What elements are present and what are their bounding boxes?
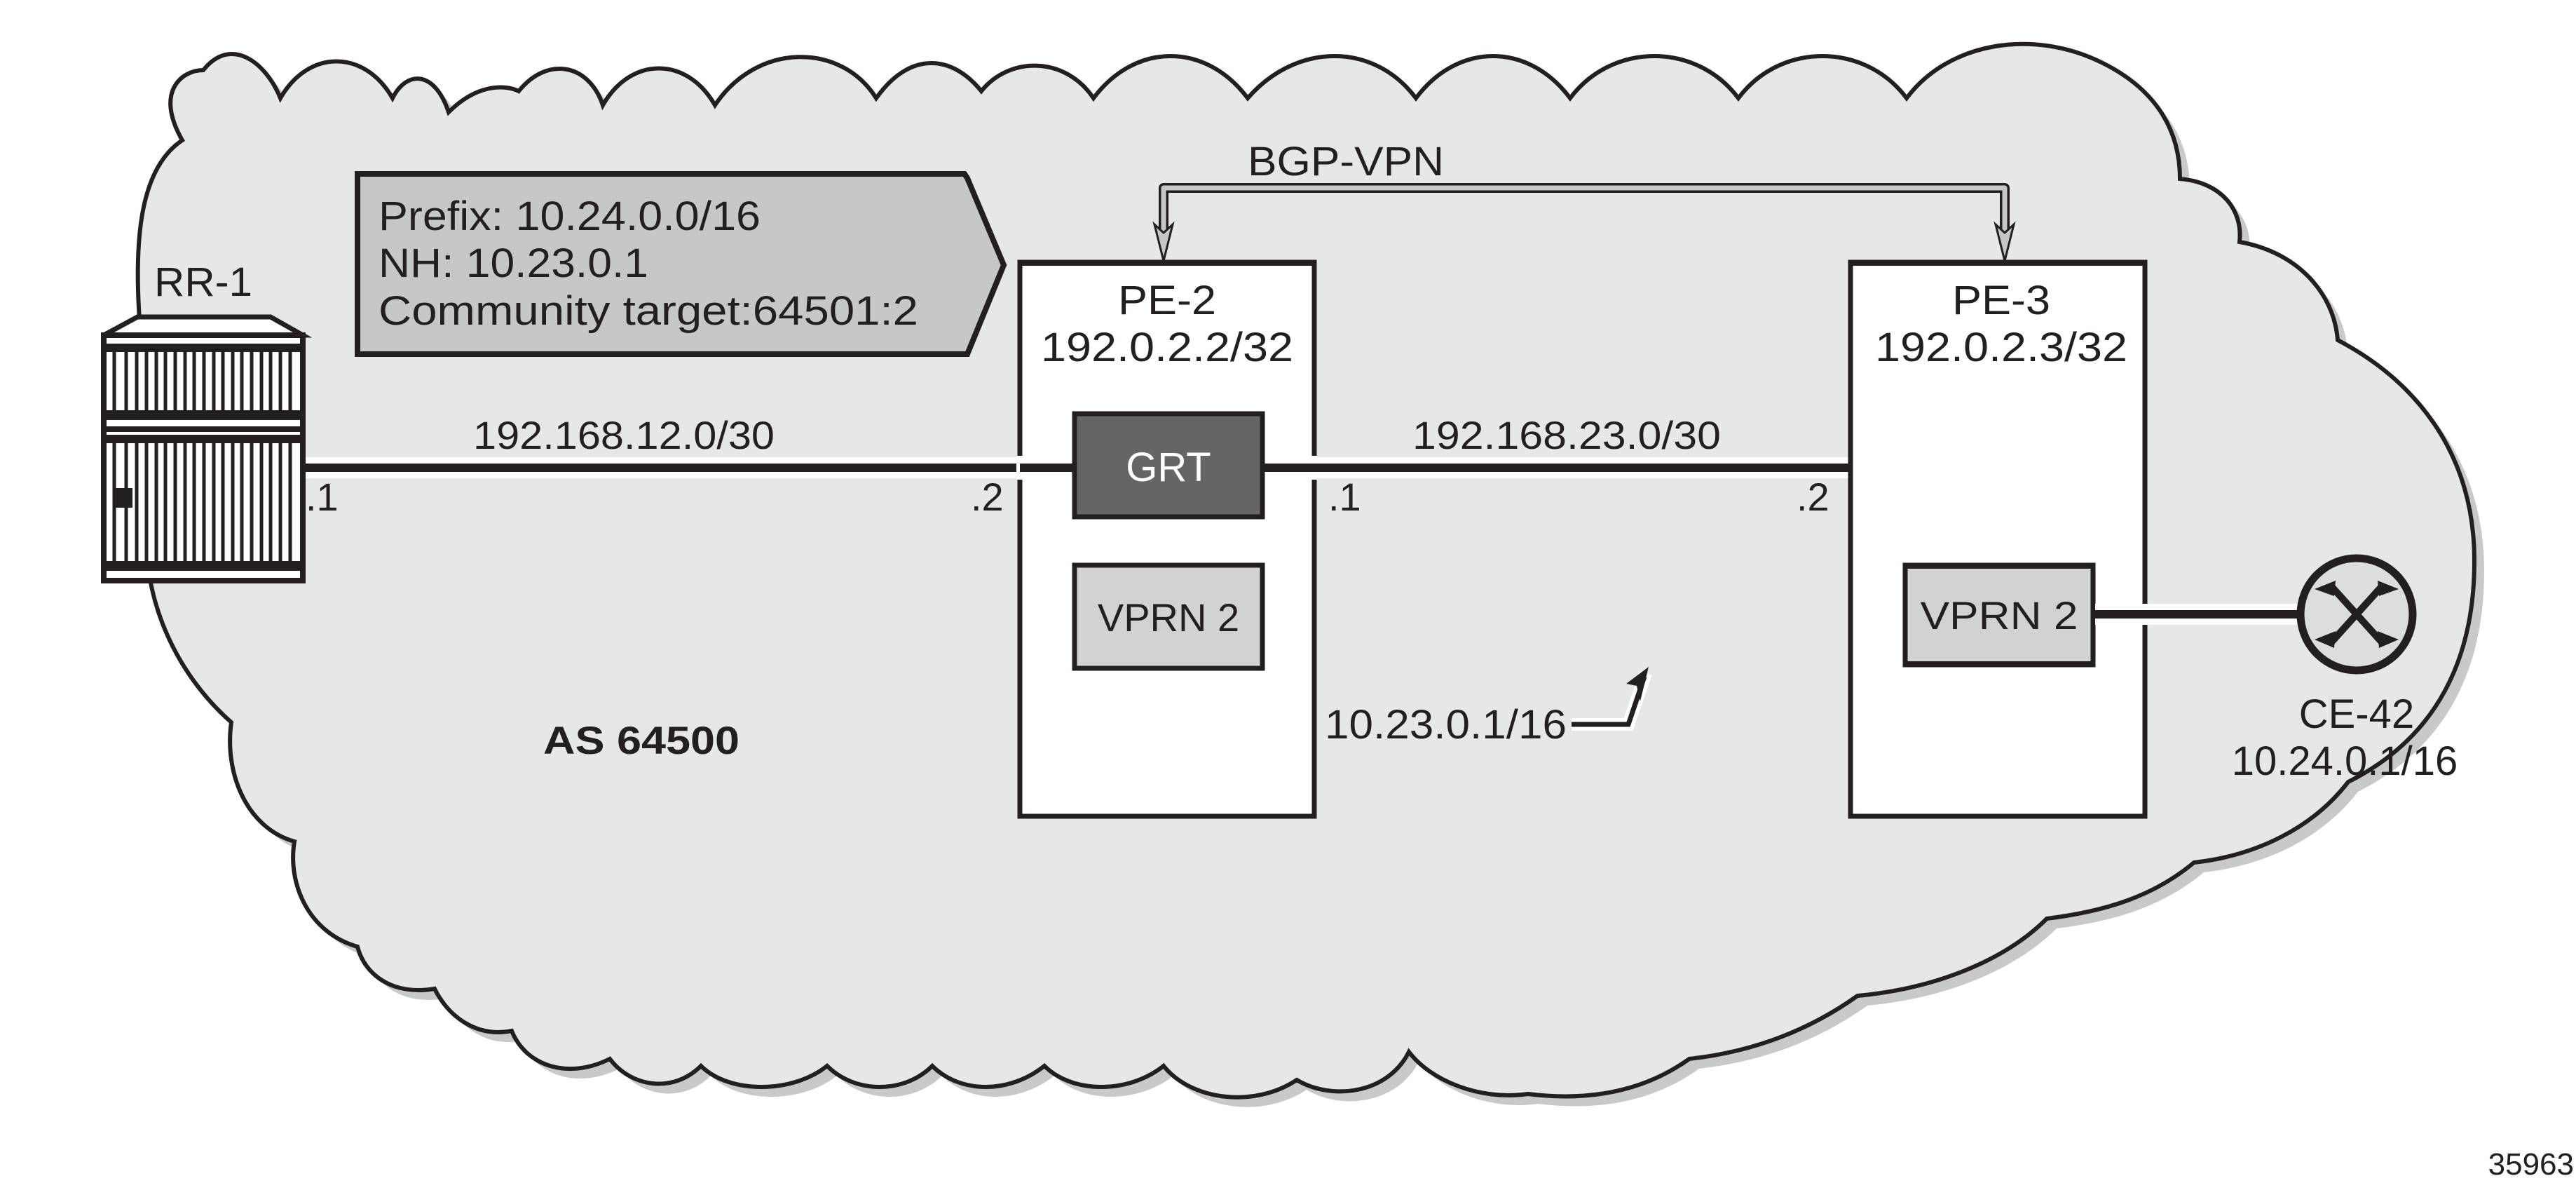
link-subnet-label: 192.168.23.0/30	[1412, 413, 1721, 457]
router-chassis-icon	[101, 314, 313, 583]
link-if-pe2: .1	[1328, 475, 1361, 519]
chassis-indicator	[114, 488, 132, 508]
grt-label: GRT	[1126, 445, 1211, 490]
pe3-vprn-label: VPRN 2	[1921, 593, 2078, 637]
bgp-vpn-session: BGP-VPN	[1152, 139, 2016, 262]
arrow-head-pe3	[1994, 221, 2016, 262]
vprn-interface-address: 10.23.0.1/16	[1325, 702, 1567, 748]
chassis-slots-top	[112, 352, 292, 410]
pe3-address: 192.0.2.3/32	[1875, 325, 2127, 370]
bgp-vpn-label: BGP-VPN	[1248, 139, 1444, 184]
chassis-slots-bottom	[112, 443, 292, 561]
node-ce42[interactable]: CE-42 10.24.0.1/16	[2232, 554, 2458, 784]
bgp-vpn-arrow-inner	[1161, 185, 2008, 242]
callout-community: Community target:64501:2	[379, 288, 918, 334]
node-pe3[interactable]: PE-3 192.0.2.3/32 VPRN 2	[1848, 259, 2148, 819]
ce42-address: 10.24.0.1/16	[2232, 738, 2458, 784]
pe3-vprn-instance[interactable]: VPRN 2	[1902, 562, 2096, 668]
as-label: AS 64500	[543, 718, 740, 762]
link-rr1-pe2: 192.168.12.0/30 .1 .2	[303, 413, 1076, 519]
callout-next-hop: NH: 10.23.0.1	[379, 241, 648, 286]
pe2-grt-instance[interactable]: GRT	[1072, 411, 1265, 520]
annotation-arrow-head	[1626, 667, 1649, 701]
rr1-name: RR-1	[154, 259, 252, 305]
figure-id: 35963	[2488, 1147, 2574, 1182]
callout-prefix: Prefix: 10.24.0.0/16	[379, 194, 761, 239]
node-rr1[interactable]: RR-1	[101, 259, 313, 583]
arrow-head-pe2	[1152, 221, 1175, 262]
vprn-interface-annotation: 10.23.0.1/16	[1325, 667, 1652, 748]
link-if-pe3: .2	[1797, 475, 1829, 519]
node-pe2[interactable]: PE-2 192.0.2.2/32 GRT VPRN 2	[1016, 259, 1318, 819]
pe3-name: PE-3	[1952, 278, 2050, 323]
pe2-address: 192.0.2.2/32	[1041, 325, 1293, 370]
pe2-name: PE-2	[1118, 278, 1216, 323]
pe3-box	[1848, 259, 2148, 819]
router-cross-arrows	[2328, 583, 2385, 646]
ce42-name: CE-42	[2299, 691, 2414, 737]
route-callout: Prefix: 10.24.0.0/16 NH: 10.23.0.1 Commu…	[355, 171, 1007, 357]
pe2-box	[1017, 259, 1317, 819]
pe2-vprn-instance[interactable]: VPRN 2	[1072, 562, 1265, 671]
link-pe2-pe3: 192.168.23.0/30 .1 .2	[1262, 413, 1858, 519]
link-subnet-label: 192.168.12.0/30	[473, 413, 775, 457]
link-if-pe2: .2	[971, 475, 1004, 519]
pe2-vprn-label: VPRN 2	[1098, 595, 1239, 640]
link-if-rr1: .1	[306, 475, 339, 519]
route-callout-shape	[355, 171, 1007, 357]
